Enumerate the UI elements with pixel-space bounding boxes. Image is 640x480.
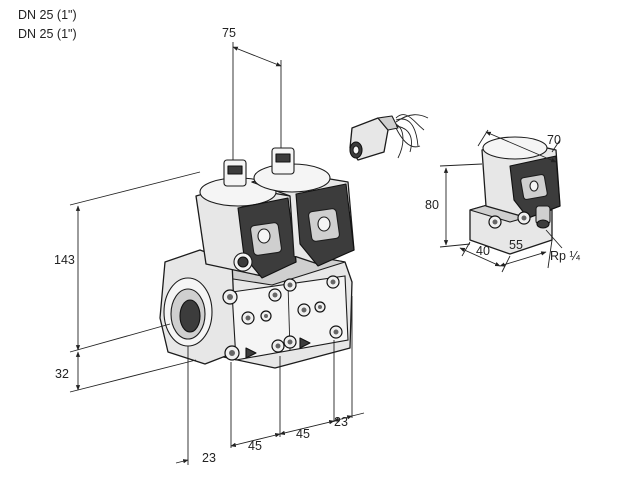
control-plate: [231, 275, 349, 361]
dim-aux-width: 70: [547, 133, 561, 147]
flow-arrow-left: [245, 347, 257, 359]
flow-arrow-right: [299, 337, 311, 349]
cable-connector-plug: [349, 114, 429, 161]
header-title-line-1: DN 25 (1"): [18, 8, 77, 22]
auxiliary-valve: [469, 136, 561, 255]
dim-spacing-left: 23: [202, 451, 216, 465]
header-title-line-2: DN 25 (1"): [18, 27, 77, 41]
dim-base: 32: [55, 367, 69, 381]
dim-aux-height: 80: [425, 198, 439, 212]
dim-top-width: 75: [222, 26, 236, 40]
main-dimension-lines: [69, 42, 365, 465]
coil-left-knob: [257, 228, 271, 244]
dim-spacing-2: 45: [296, 427, 310, 441]
aux-dimension-lines: [439, 129, 563, 273]
dim-spacing-right: 23: [334, 415, 348, 429]
inlet-port-thread: [179, 299, 201, 333]
dim-height: 143: [54, 253, 75, 267]
dim-spacing-1: 45: [248, 439, 262, 453]
mounting-screws: [222, 275, 343, 361]
dim-aux-depth1: 40: [476, 244, 490, 258]
double-valve-assembly: [159, 147, 355, 369]
coil-right-knob: [317, 216, 331, 232]
dim-aux-depth2: 55: [509, 238, 523, 252]
dim-aux-port: Rp ¼: [550, 249, 580, 263]
